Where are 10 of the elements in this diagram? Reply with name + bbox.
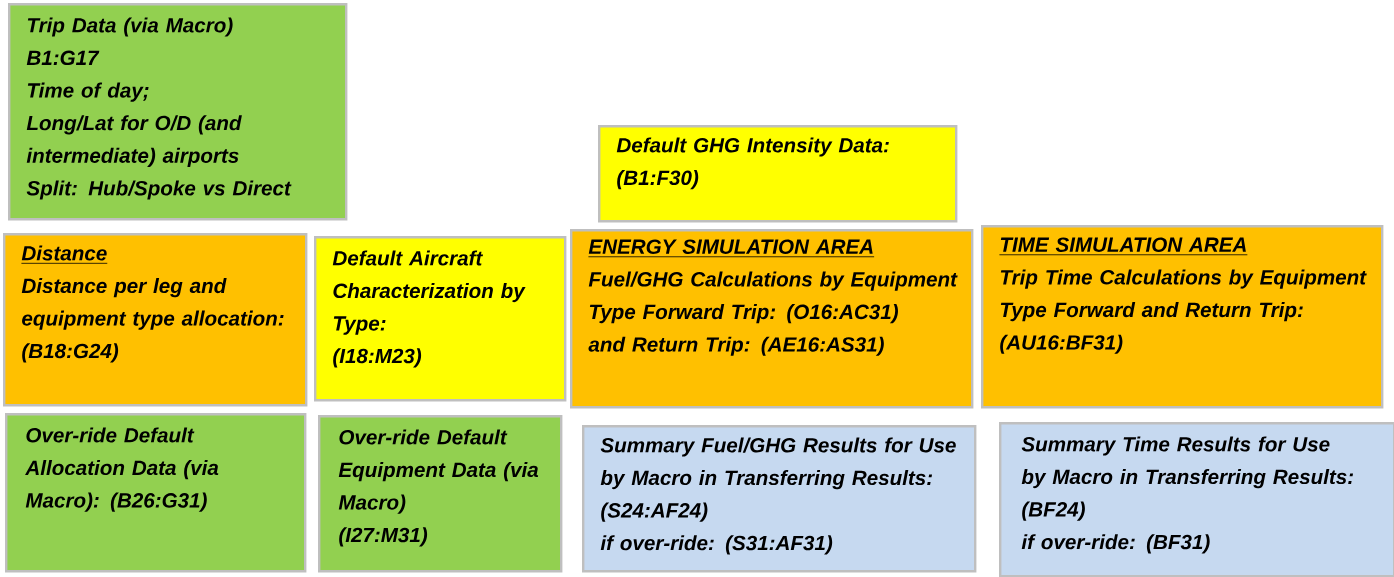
text-box: Over-ride Default Equipment Data (via Macro) (I27:M31) <box>318 415 563 573</box>
text-box: Over-ride Default Allocation Data (via Macro): (B26:G31) <box>5 413 307 573</box>
text-box: Default GHG Intensity Data: (B1:F30) <box>598 125 958 223</box>
text-box: Summary Time Results for Use by Macro in Transferring Results: (BF24) if over-ride: (BF31) <box>999 422 1394 577</box>
text-box: ENERGY SIMULATION AREA Fuel/GHG Calculations by Equipment Type Forward Trip: (O16:AC31) and Return Trip: (AE16:AS31) <box>570 229 974 409</box>
text-box: Distance Distance per leg and equipment type allocation: (B18:G24) <box>3 233 308 407</box>
text-box: Trip Data (via Macro) B1:G17 Time of day; Long/Lat for O/D (and intermediate) airports Split: Hub/Spoke vs Direct <box>8 3 348 221</box>
text-box: Summary Fuel/GHG Results for Use by Macro in Transferring Results: (S24:AF24) if over-ride: (S31:AF31) <box>582 425 977 573</box>
text-box: TIME SIMULATION AREA Trip Time Calculations by Equipment Type Forward and Return Trip: (AU16:BF31) <box>981 225 1384 409</box>
text-box: Default Aircraft Characterization by Type: (I18:M23) <box>314 236 567 402</box>
